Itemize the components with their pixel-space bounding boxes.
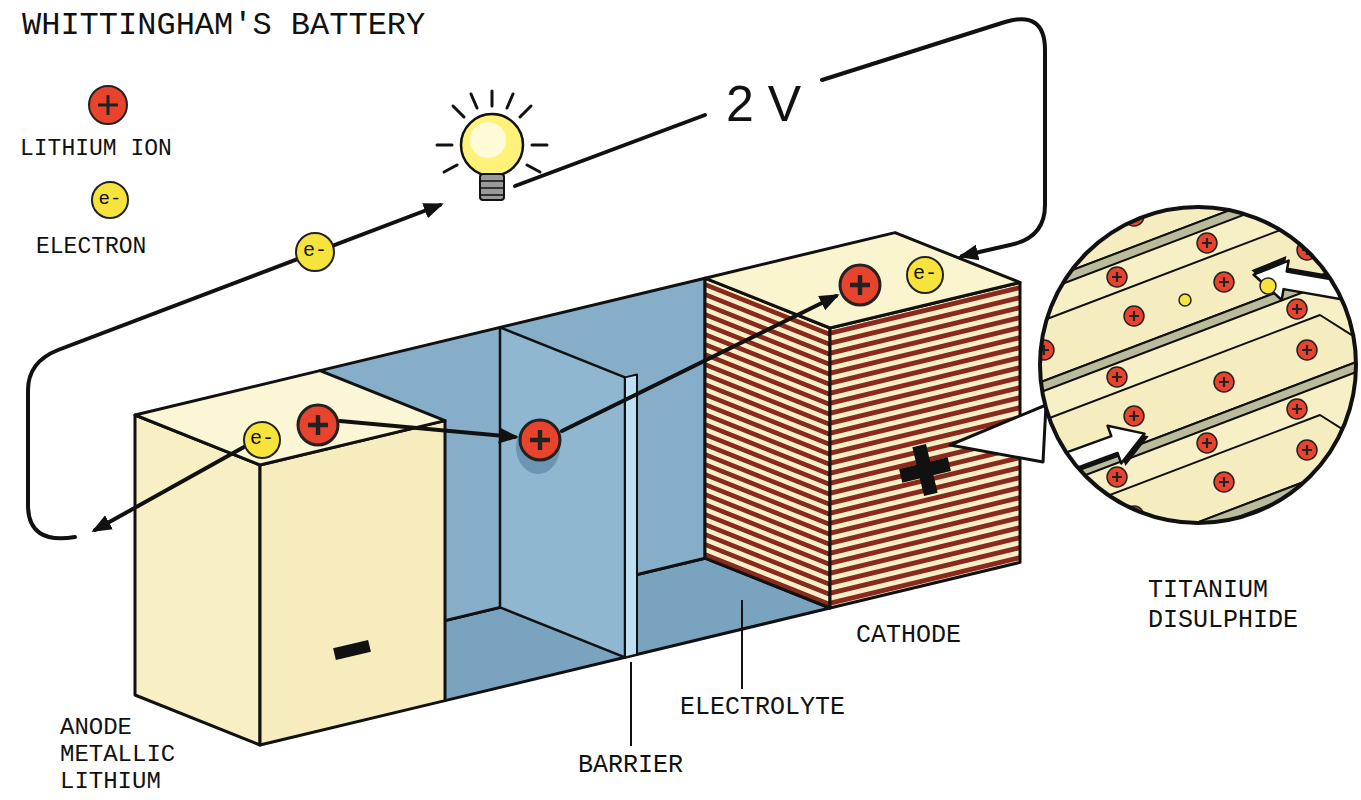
magnifier-rim bbox=[1040, 207, 1356, 523]
ion-arrow bbox=[340, 421, 515, 437]
legend-text: LITHIUM ION bbox=[20, 136, 172, 162]
light-bulb bbox=[437, 91, 547, 200]
lithium-ion bbox=[298, 405, 338, 445]
wire bbox=[28, 205, 440, 538]
voltage-label: 2 V bbox=[726, 76, 801, 134]
part-label: TITANIUM DISULPHIDE bbox=[1148, 576, 1343, 636]
part-label: BARRIER bbox=[578, 752, 683, 781]
legend-swatch bbox=[92, 182, 128, 218]
electron-symbol: e- bbox=[99, 190, 122, 209]
leader-line bbox=[741, 600, 743, 689]
wire bbox=[822, 19, 1045, 256]
plus-symbol bbox=[98, 95, 118, 115]
anode-front-face bbox=[260, 421, 445, 745]
electron-arrow bbox=[95, 447, 244, 530]
legend-swatch bbox=[89, 86, 127, 124]
minus-symbol bbox=[333, 640, 371, 660]
magnifier-pointer bbox=[950, 405, 1046, 462]
electron bbox=[907, 257, 943, 293]
electron bbox=[296, 233, 334, 271]
part-label: ELECTROLYTE bbox=[680, 694, 845, 723]
barrier-edge bbox=[625, 375, 637, 658]
lithium-ion bbox=[840, 265, 880, 305]
magnified-view bbox=[960, 115, 1361, 600]
ion-arrow bbox=[562, 296, 836, 431]
part-label: ANODE METALLIC LITHIUM bbox=[60, 714, 185, 795]
barrier-face bbox=[500, 327, 625, 657]
part-label: CATHODE bbox=[856, 622, 961, 651]
electron bbox=[244, 422, 280, 458]
lithium-ion bbox=[520, 420, 560, 460]
electron-symbol: e- bbox=[250, 429, 274, 449]
wire bbox=[515, 115, 705, 186]
ion-shadow bbox=[516, 420, 560, 474]
leader-line bbox=[630, 662, 632, 746]
electron-symbol: e- bbox=[913, 264, 937, 284]
legend-text: ELECTRON bbox=[36, 234, 146, 260]
cathode-top-face bbox=[705, 233, 1020, 328]
plus-symbol bbox=[895, 440, 955, 500]
electron-symbol: e- bbox=[303, 241, 327, 261]
anode-left-face bbox=[135, 415, 260, 745]
diagram-title: WHITTINGHAM'S BATTERY bbox=[22, 8, 425, 45]
anode-top-face bbox=[135, 371, 445, 465]
